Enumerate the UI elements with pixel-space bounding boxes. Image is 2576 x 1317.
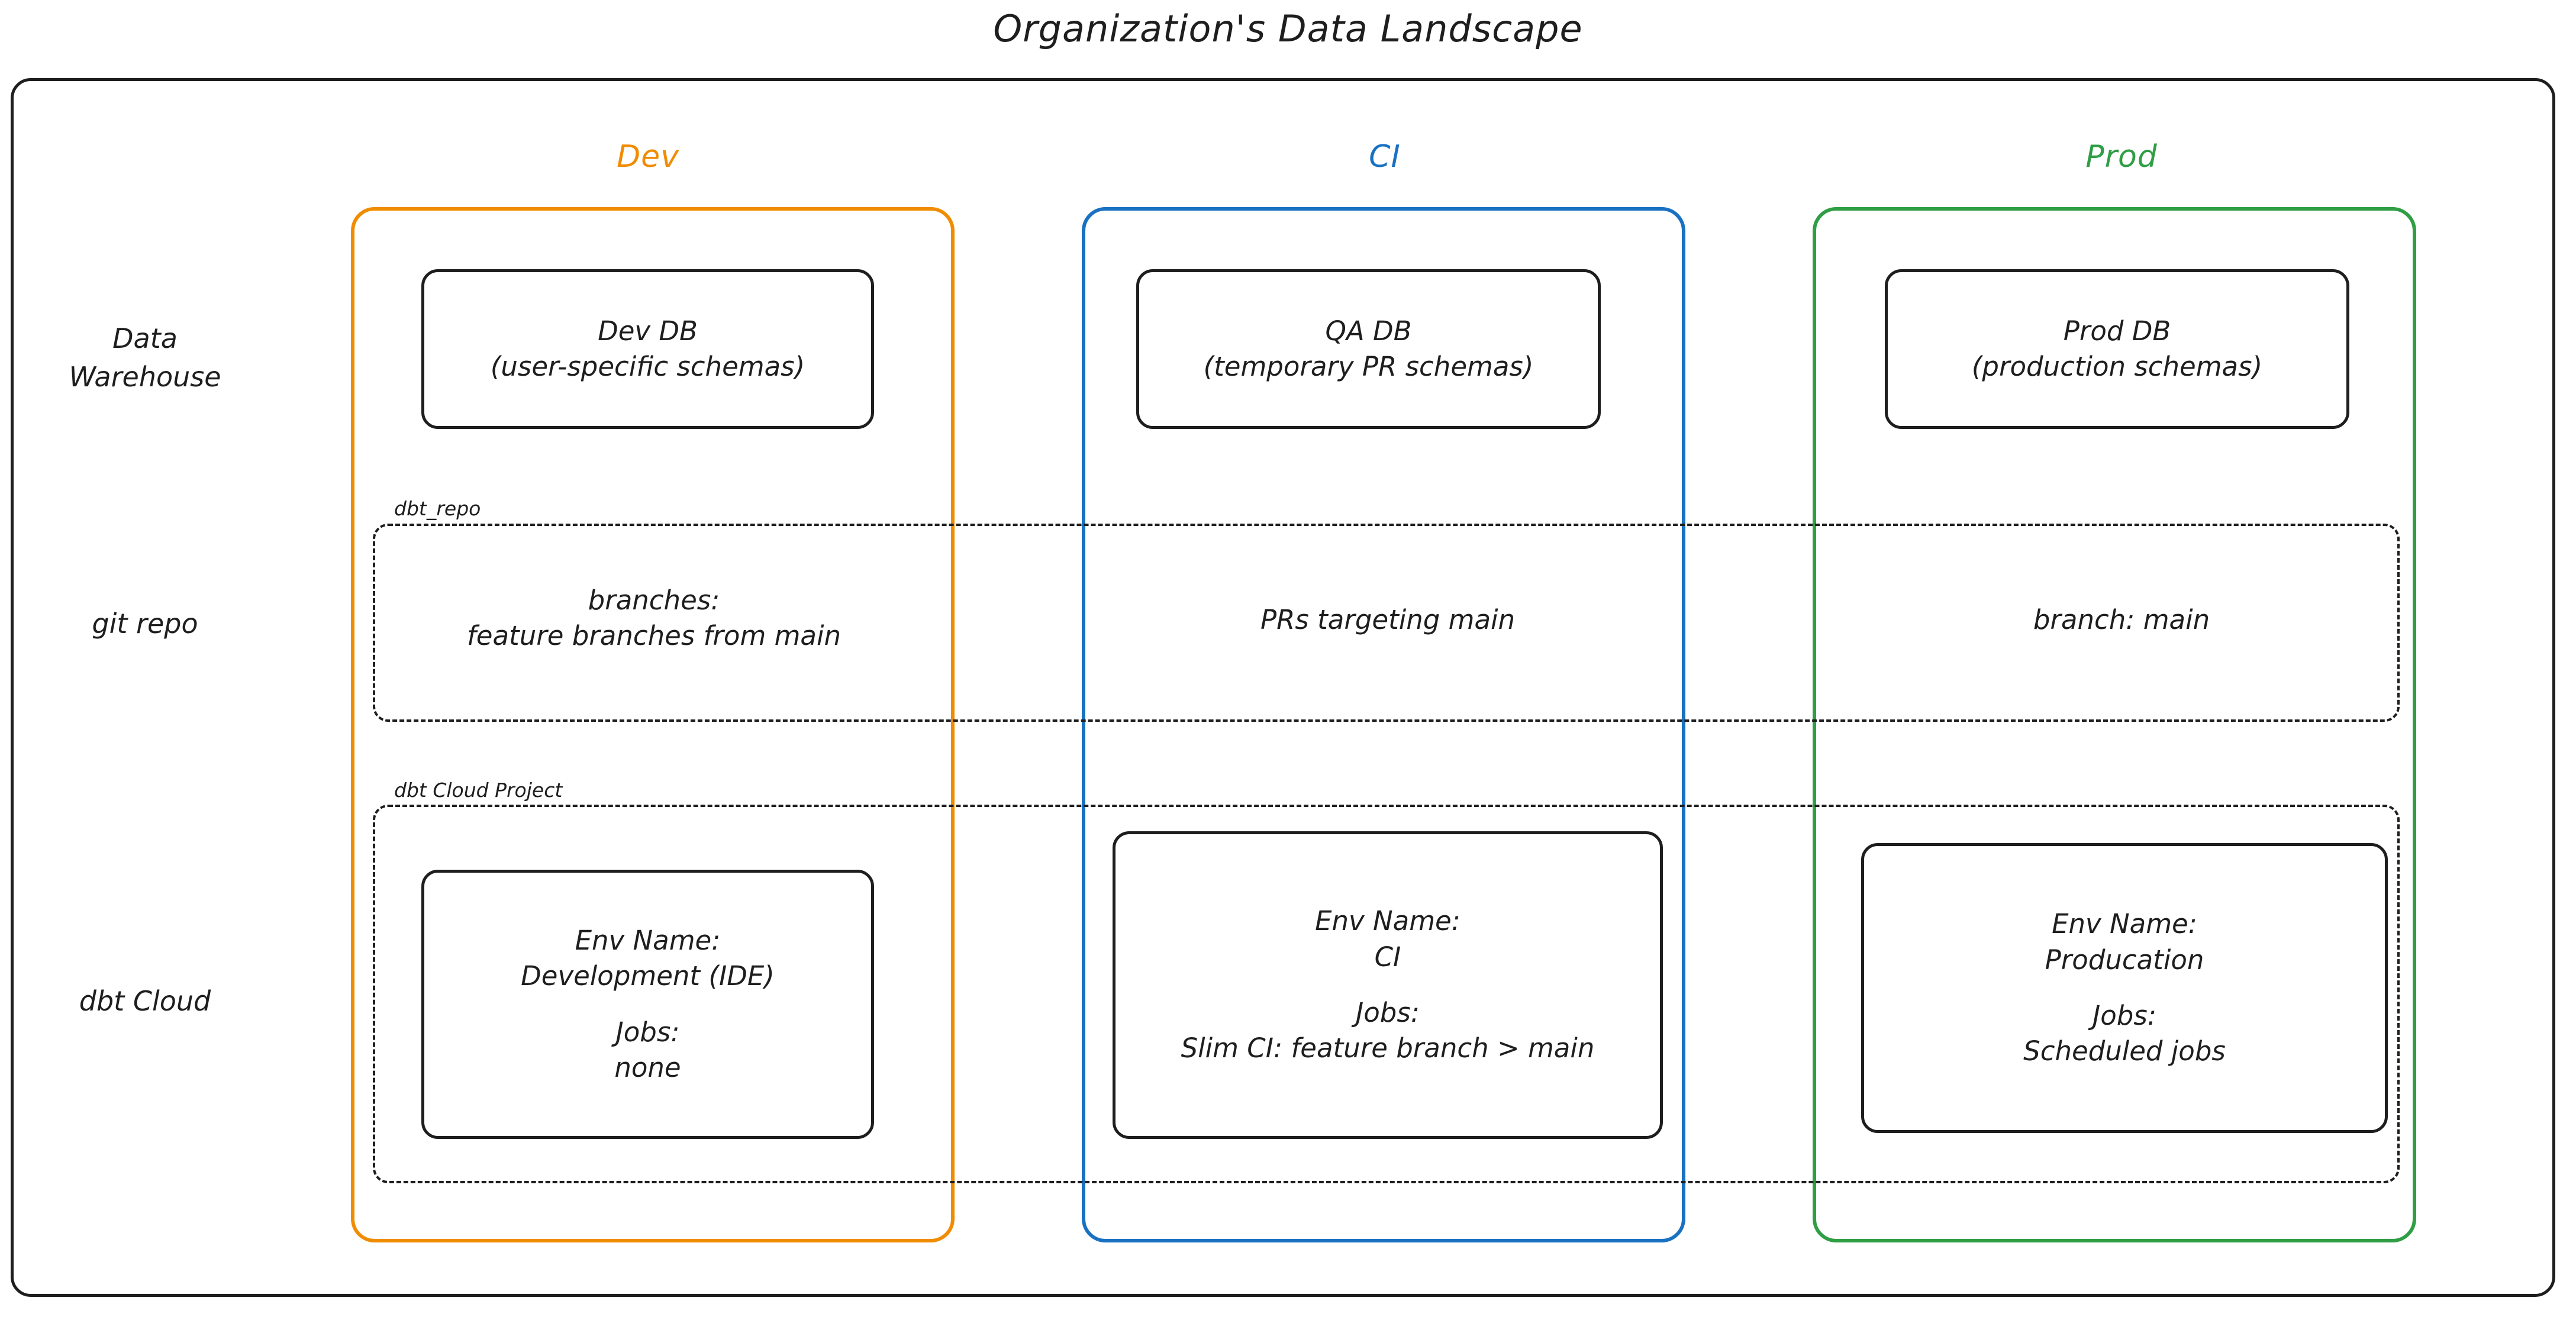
node-dbt-cloud-env-ci[interactable]: Env Name: CI Jobs: Slim CI: feature bran… <box>1113 831 1663 1139</box>
dev-env-name: Development (IDE) <box>521 960 775 992</box>
node-prod-db-name: Prod DB <box>2063 315 2171 347</box>
node-dev-db-name: Dev DB <box>598 315 698 347</box>
node-dbt-cloud-env-dev[interactable]: Env Name: Development (IDE) Jobs: none <box>421 870 874 1139</box>
node-dev-db-detail: (user-specific schemas) <box>490 351 805 382</box>
environment-column-prod <box>1813 207 2416 1242</box>
node-dev-db[interactable]: Dev DB (user-specific schemas) <box>421 269 874 429</box>
node-qa-db-name: QA DB <box>1325 315 1412 347</box>
column-header-ci: CI <box>1369 139 1401 175</box>
git-repo-text-prod: branch: main <box>2033 604 2210 635</box>
column-header-prod: Prod <box>2085 139 2158 175</box>
environment-column-ci <box>1082 207 1685 1242</box>
node-qa-db-detail: (temporary PR schemas) <box>1203 351 1534 382</box>
row-label-git-repo: git repo <box>92 608 198 640</box>
ci-env-name-label: Env Name: <box>1315 905 1461 937</box>
node-prod-db-detail: (production schemas) <box>1971 351 2263 382</box>
ci-jobs-label: Jobs: <box>1356 997 1420 1028</box>
group-label-dbt-cloud-project: dbt Cloud Project <box>391 779 566 802</box>
prod-env-name: Producation <box>2045 944 2204 976</box>
git-repo-text-dev: branches: feature branches from main <box>466 585 842 652</box>
prod-jobs-label: Jobs: <box>2093 1000 2156 1031</box>
page-title: Organization's Data Landscape <box>993 7 1583 50</box>
prod-jobs-value: Scheduled jobs <box>2023 1035 2226 1067</box>
column-header-dev: Dev <box>617 139 679 175</box>
node-qa-db[interactable]: QA DB (temporary PR schemas) <box>1136 269 1601 429</box>
dev-jobs-value: none <box>614 1051 681 1083</box>
ci-jobs-value: Slim CI: feature branch > main <box>1181 1032 1595 1064</box>
environment-column-dev <box>351 207 955 1242</box>
git-repo-text-ci: PRs targeting main <box>1260 604 1516 635</box>
node-prod-db[interactable]: Prod DB (production schemas) <box>1885 269 2349 429</box>
dev-jobs-label: Jobs: <box>615 1016 680 1048</box>
diagram-outer-frame <box>11 78 2555 1297</box>
row-label-dbt-cloud: dbt Cloud <box>79 985 211 1017</box>
ci-env-name: CI <box>1374 941 1401 973</box>
dev-env-name-label: Env Name: <box>575 924 721 956</box>
group-container-dbt-repo <box>373 524 2400 722</box>
group-container-dbt-cloud-project <box>373 805 2400 1183</box>
group-label-dbt-repo: dbt_repo <box>391 497 485 520</box>
node-dbt-cloud-env-prod[interactable]: Env Name: Producation Jobs: Scheduled jo… <box>1861 843 2388 1133</box>
row-label-data-warehouse: Data Warehouse <box>69 322 221 393</box>
prod-env-name-label: Env Name: <box>2052 908 2197 940</box>
